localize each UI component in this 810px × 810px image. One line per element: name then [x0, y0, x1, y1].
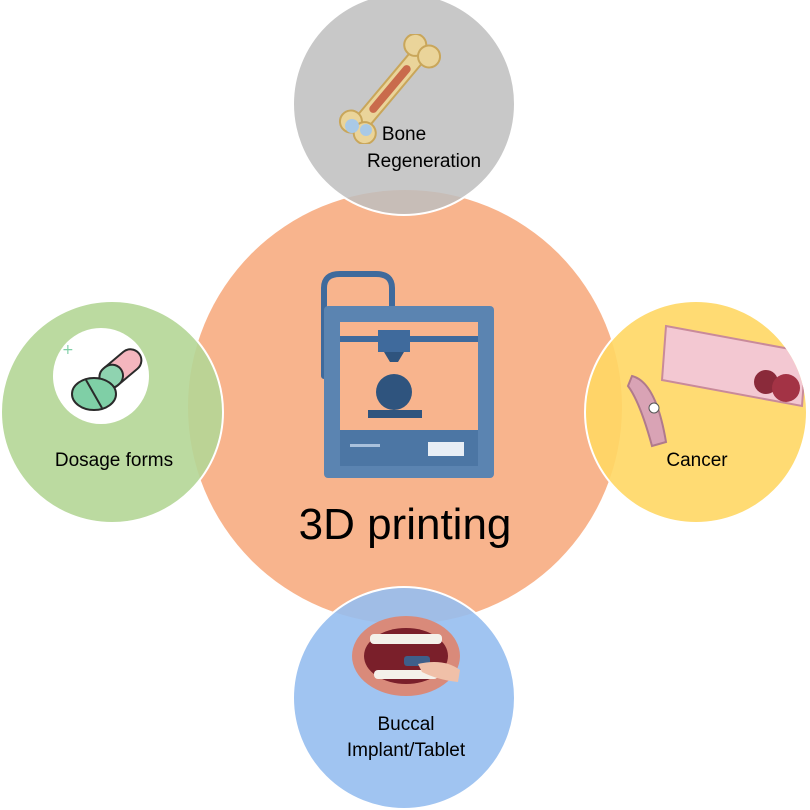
dosage-forms-node: + Dosage forms — [0, 300, 224, 524]
center-title: 3D printing — [298, 500, 512, 549]
3d-printer-icon — [321, 271, 494, 478]
cancer-node: Cancer — [584, 300, 808, 524]
pills-icon: + — [53, 328, 149, 424]
bone-icon — [338, 34, 442, 144]
dosage-forms-label: Dosage forms — [54, 450, 174, 471]
buccal-label-line1: Buccal — [377, 714, 435, 735]
buccal-node: Buccal Implant/Tablet — [292, 586, 516, 810]
cancer-label: Cancer — [666, 450, 728, 471]
mouth-tablet-icon — [352, 616, 460, 696]
bone-label-line2: Regeneration — [366, 151, 482, 172]
tissue-illustration-icon — [626, 324, 806, 448]
svg-text:+: + — [62, 342, 74, 358]
bone-regeneration-node: Bone Regeneration — [292, 0, 516, 216]
buccal-label-line2: Implant/Tablet — [346, 740, 466, 761]
bone-label-line1: Bone — [381, 124, 427, 145]
